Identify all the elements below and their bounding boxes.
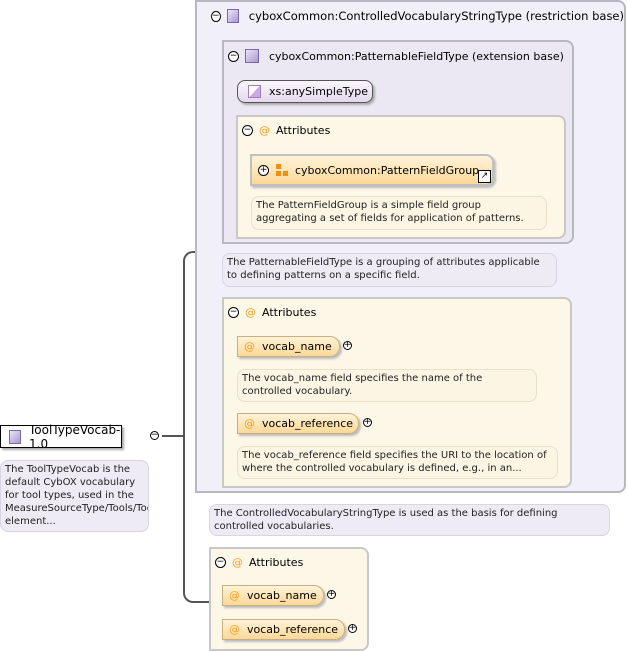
attribute-group-label: cyboxCommon:PatternFieldGroup <box>295 163 480 177</box>
attribute-icon: @ <box>259 123 270 137</box>
simple-type-icon <box>248 85 261 98</box>
attribute-name: vocab_name <box>247 589 317 602</box>
attribute-vocab-reference[interactable]: @ vocab_reference <box>222 619 345 640</box>
attribute-vocab-reference[interactable]: @ vocab_reference <box>237 413 359 434</box>
expand-icon[interactable]: + <box>327 589 336 599</box>
attributes-header[interactable]: − @ Attributes <box>224 302 570 322</box>
extension-label: cyboxCommon:PatternableFieldType (extens… <box>269 49 564 63</box>
extension-header[interactable]: − cyboxCommon:PatternableFieldType (exte… <box>224 46 572 66</box>
connector <box>183 251 197 603</box>
collapse-icon[interactable]: − <box>211 10 221 22</box>
attributes-label: Attributes <box>276 123 331 137</box>
attribute-icon: @ <box>245 305 256 319</box>
attribute-icon: @ <box>244 340 255 353</box>
collapse-icon[interactable]: − <box>242 124 253 136</box>
root-description: The ToolTypeVocab is the default CybOX v… <box>0 460 149 532</box>
collapse-icon[interactable]: − <box>215 556 226 568</box>
restriction-description: The ControlledVocabularyStringType is us… <box>209 504 610 536</box>
restriction-header[interactable]: − cyboxCommon:ControlledVocabularyString… <box>197 6 624 26</box>
connector <box>162 435 184 437</box>
attribute-group-node[interactable]: + cyboxCommon:PatternFieldGroup ↗ <box>250 154 494 186</box>
attribute-group-description: The PatternFieldGroup is a simple field … <box>251 196 547 230</box>
attribute-icon: @ <box>229 623 240 636</box>
complex-type-icon <box>245 49 259 63</box>
simple-type-label: xs:anySimpleType <box>269 85 368 98</box>
reference-link-icon[interactable]: ↗ <box>478 170 491 183</box>
expand-icon[interactable]: + <box>363 417 372 427</box>
root-element[interactable]: ToolTypeVocab-1.0 <box>0 422 122 451</box>
attribute-name: vocab_reference <box>247 623 339 636</box>
attributes-header[interactable]: − @ Attributes <box>238 120 564 140</box>
collapse-icon[interactable]: − <box>228 306 239 318</box>
attributes-label: Attributes <box>249 555 304 569</box>
expand-icon[interactable]: + <box>258 164 269 176</box>
expand-icon[interactable]: + <box>343 340 352 350</box>
attribute-name: vocab_name <box>262 340 332 353</box>
attribute-icon: @ <box>229 589 240 602</box>
extension-description: The PatternableFieldType is a grouping o… <box>222 253 557 287</box>
attribute-icon: @ <box>244 417 255 430</box>
complex-type-icon <box>226 9 239 23</box>
connector <box>195 601 209 603</box>
attribute-icon: @ <box>232 555 243 569</box>
attributes-label: Attributes <box>262 305 317 319</box>
attribute-description: The vocab_reference field specifies the … <box>237 446 558 479</box>
attribute-vocab-name[interactable]: @ vocab_name <box>237 336 340 357</box>
restriction-label: cyboxCommon:ControlledVocabularyStringTy… <box>248 9 624 23</box>
attributes-header[interactable]: − @ Attributes <box>211 552 367 572</box>
root-label: ToolTypeVocab-1.0 <box>29 422 121 451</box>
simple-type-node[interactable]: xs:anySimpleType <box>237 80 373 103</box>
complex-type-icon <box>9 429 21 444</box>
attribute-vocab-name[interactable]: @ vocab_name <box>222 585 324 606</box>
collapse-icon[interactable]: − <box>150 430 159 440</box>
attribute-group-icon <box>276 164 288 176</box>
attribute-name: vocab_reference <box>262 417 354 430</box>
attribute-description: The vocab_name field specifies the name … <box>237 369 537 402</box>
collapse-icon[interactable]: − <box>228 50 239 62</box>
expand-icon[interactable]: + <box>348 623 357 633</box>
